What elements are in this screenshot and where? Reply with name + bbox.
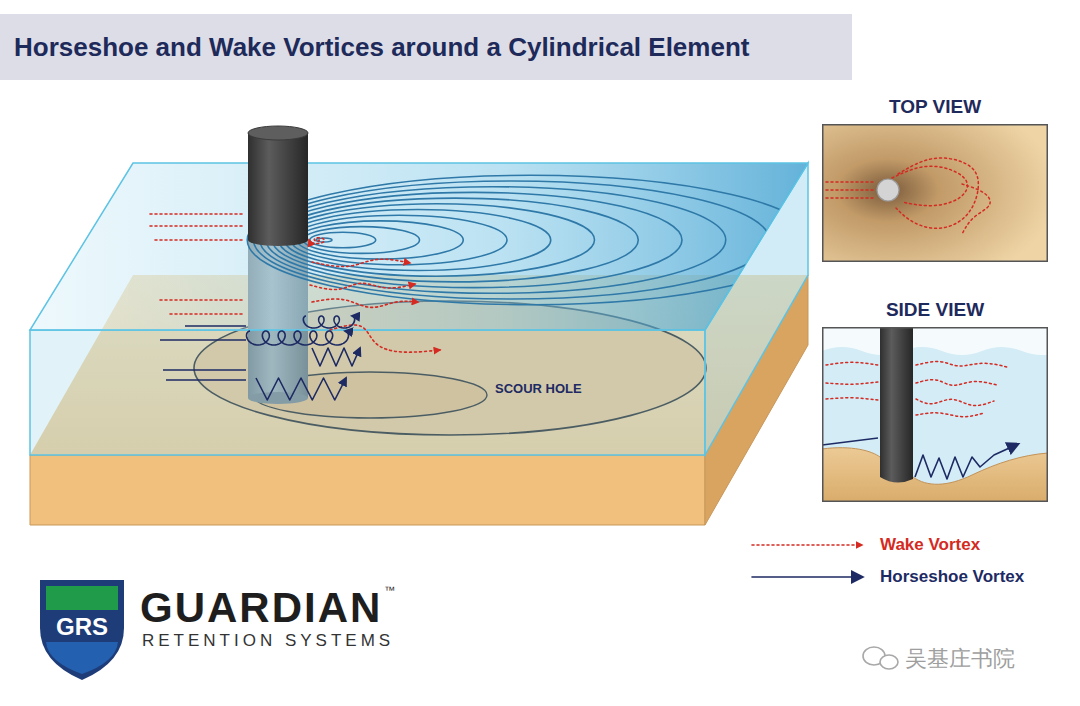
legend-sample-line bbox=[752, 576, 862, 578]
horseshoe-vortex-line bbox=[185, 325, 246, 327]
water-front-face bbox=[30, 330, 705, 455]
wake-vortex-line bbox=[916, 399, 994, 406]
wake-vortex-line bbox=[150, 225, 244, 227]
horseshoe-vortex-line bbox=[303, 316, 354, 328]
side-view-cylinder bbox=[880, 327, 913, 483]
view-panel: TOP VIEW bbox=[822, 124, 1048, 262]
legend-text: Wake Vortex bbox=[880, 534, 980, 556]
logo-initials: GRS bbox=[56, 612, 108, 641]
ripple-ring bbox=[285, 210, 551, 271]
wake-vortex-line bbox=[826, 398, 878, 400]
panel-border bbox=[823, 125, 1048, 262]
view-panel: SIDE VIEW bbox=[822, 327, 1048, 502]
ripple-ring bbox=[291, 215, 507, 265]
ripple-ring bbox=[260, 187, 726, 294]
wake-vortex-line bbox=[826, 382, 878, 384]
watermark: 吴基庄书院 bbox=[905, 646, 1015, 672]
horseshoe-vortex-line bbox=[822, 438, 878, 445]
wake-vortex-line bbox=[155, 239, 244, 241]
wake-vortex-line bbox=[160, 299, 244, 301]
trademark: ™ bbox=[384, 584, 395, 597]
ripple-ring bbox=[272, 198, 638, 282]
ripple-ring bbox=[310, 232, 376, 247]
wake-vortex-line bbox=[896, 158, 978, 228]
wake-vortex-line bbox=[826, 189, 876, 191]
scour-hole-label: SCOUR HOLE bbox=[495, 381, 582, 397]
legend-sample-line bbox=[752, 544, 862, 546]
panel-illustration bbox=[822, 327, 1048, 502]
wake-vortex-line bbox=[312, 259, 410, 266]
ripple-ring bbox=[304, 227, 420, 254]
shield-blue bbox=[46, 642, 118, 674]
horseshoe-vortex-line bbox=[166, 379, 246, 381]
ripple-ring bbox=[247, 175, 813, 304]
cylinder-upper bbox=[248, 126, 308, 246]
legend-text: Horseshoe Vortex bbox=[880, 566, 1024, 588]
panel-heading: SIDE VIEW bbox=[886, 299, 984, 321]
side-view-water bbox=[822, 327, 1048, 502]
cylinder-plan bbox=[877, 179, 899, 201]
horseshoe-vortex-line bbox=[256, 378, 346, 400]
shield-green bbox=[46, 586, 118, 610]
ripple-ring bbox=[297, 221, 463, 259]
top-view-ground bbox=[822, 124, 1048, 262]
ripple-ring bbox=[254, 181, 770, 299]
logo-name: GUARDIAN bbox=[140, 583, 382, 633]
wake-vortex-line bbox=[150, 213, 244, 215]
wake-vortex-line bbox=[916, 380, 997, 386]
wake-vortex-line bbox=[330, 325, 440, 352]
cylinder-body bbox=[248, 133, 308, 246]
horseshoe-vortex-line bbox=[160, 339, 246, 341]
cylinder-top bbox=[248, 126, 308, 140]
wake-vortex-line bbox=[312, 299, 418, 307]
title-band bbox=[0, 14, 852, 80]
panel-illustration bbox=[822, 124, 1048, 262]
wake-vortex-line bbox=[170, 313, 244, 315]
ripple-ring bbox=[266, 192, 682, 287]
horseshoe-vortex-line bbox=[312, 348, 360, 366]
side-view-sky bbox=[822, 327, 1048, 355]
wake-vortex-line bbox=[826, 181, 876, 183]
title: Horseshoe and Wake Vortices around a Cyl… bbox=[14, 32, 749, 62]
wake-vortex-line bbox=[309, 238, 324, 244]
panel-border bbox=[823, 328, 1048, 502]
horseshoe-vortex-line bbox=[247, 331, 349, 345]
ripple-ring bbox=[279, 204, 595, 276]
shield-outline bbox=[40, 580, 124, 680]
horseshoe-vortex-line bbox=[163, 369, 246, 371]
wake-vortex-line bbox=[916, 413, 984, 417]
vortex-lines bbox=[150, 214, 440, 400]
sand-front-face bbox=[30, 455, 705, 525]
legend-sample bbox=[750, 566, 872, 588]
panel-heading: TOP VIEW bbox=[889, 96, 981, 118]
horseshoe-vortex-line bbox=[915, 444, 1018, 479]
wake-vortex-line bbox=[310, 283, 415, 289]
wechat-icon bbox=[880, 655, 898, 669]
logo-subtitle: RETENTION SYSTEMS bbox=[142, 631, 394, 651]
wake-vortex-line bbox=[916, 362, 1007, 367]
legend-sample bbox=[750, 534, 872, 556]
wake-vortex-line bbox=[962, 184, 990, 234]
wake-vortex-line bbox=[826, 362, 878, 365]
ripple-group bbox=[247, 175, 813, 304]
wake-vortex-line bbox=[892, 166, 967, 205]
side-view-sand bbox=[822, 448, 1048, 502]
wake-vortex-line bbox=[826, 197, 876, 199]
water-top-face bbox=[30, 163, 808, 330]
